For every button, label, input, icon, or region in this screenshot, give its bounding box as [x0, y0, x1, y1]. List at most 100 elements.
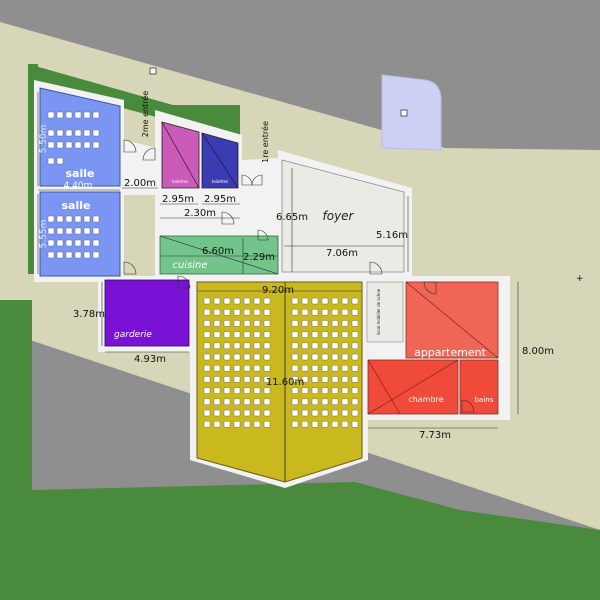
- seat: [341, 297, 349, 305]
- door-swing: [123, 139, 137, 153]
- seat: [223, 387, 231, 394]
- seat: [233, 421, 241, 428]
- seat: [213, 409, 221, 417]
- seat: [351, 320, 359, 327]
- seat: [233, 365, 241, 372]
- seat: [65, 227, 73, 235]
- seat: [311, 409, 319, 417]
- seat: [301, 376, 309, 383]
- seat: [83, 129, 91, 137]
- seat: [243, 376, 251, 383]
- seat: [233, 309, 241, 316]
- seat: [321, 331, 329, 338]
- seat: [83, 141, 91, 149]
- seat: [203, 309, 211, 316]
- label-garderie: garderie: [114, 330, 152, 340]
- seat: [223, 309, 231, 316]
- seat: [331, 342, 339, 349]
- seat: [56, 251, 64, 259]
- seat: [351, 353, 359, 361]
- seat: [351, 421, 359, 428]
- grass-lawn: [0, 300, 600, 600]
- seat: [47, 157, 55, 165]
- room-diagonal: [367, 359, 401, 415]
- room-storage[interactable]: [366, 281, 404, 343]
- seat: [291, 398, 299, 405]
- seat: [351, 309, 359, 316]
- seat: [341, 309, 349, 316]
- room-diagonal: [201, 132, 239, 189]
- seat: [233, 376, 241, 383]
- seat: [223, 421, 231, 428]
- door-swing: [257, 229, 269, 241]
- label-cuisine: cuisine: [172, 260, 207, 271]
- room-garderie[interactable]: [104, 279, 190, 347]
- seat: [253, 309, 261, 316]
- marker-handle[interactable]: [149, 67, 157, 75]
- room-foyer[interactable]: [281, 159, 405, 273]
- seat: [213, 398, 221, 405]
- dim-salle-width: 4.40m: [64, 181, 93, 191]
- seat: [92, 227, 100, 235]
- grass-strip-west: [28, 64, 38, 274]
- door-swing: [423, 281, 437, 295]
- seat: [233, 409, 241, 417]
- seat: [213, 297, 221, 305]
- neighbour-building: [381, 74, 442, 151]
- seat: [321, 365, 329, 372]
- seat: [301, 409, 309, 417]
- seat: [351, 342, 359, 349]
- dim-garderie-h: 3.78m: [73, 309, 105, 320]
- seat: [291, 376, 299, 383]
- seat: [83, 227, 91, 235]
- seat: [263, 387, 271, 394]
- seat: [321, 320, 329, 327]
- seat: [56, 157, 64, 165]
- seat: [331, 365, 339, 372]
- seat: [321, 376, 329, 383]
- seat: [92, 215, 100, 223]
- seat: [341, 409, 349, 417]
- seat: [92, 111, 100, 119]
- dim-toilet-left: 2.95m: [162, 194, 194, 205]
- seat: [311, 331, 319, 338]
- seat: [74, 129, 82, 137]
- room-bains[interactable]: [459, 359, 499, 415]
- seat: [233, 320, 241, 327]
- seat: [233, 398, 241, 405]
- marker-handle[interactable]: [400, 109, 408, 117]
- seat: [253, 320, 261, 327]
- seat: [253, 353, 261, 361]
- seat: [203, 409, 211, 417]
- seat: [263, 421, 271, 428]
- dim-foyer-right-h: 5.16m: [376, 230, 408, 241]
- seat: [47, 251, 55, 259]
- seat: [243, 309, 251, 316]
- room-diagonal: [159, 235, 279, 275]
- seat: [263, 398, 271, 405]
- seat: [243, 365, 251, 372]
- seat: [351, 409, 359, 417]
- seat: [83, 215, 91, 223]
- seat: [65, 111, 73, 119]
- seat: [311, 353, 319, 361]
- seat: [301, 421, 309, 428]
- seat: [223, 320, 231, 327]
- seat: [311, 387, 319, 394]
- crosshair-marker: +: [576, 274, 584, 284]
- seat: [47, 111, 55, 119]
- seat: [213, 331, 221, 338]
- seat: [74, 227, 82, 235]
- seat: [291, 309, 299, 316]
- seat: [203, 342, 211, 349]
- dim-cuisine-h: 2.29m: [243, 252, 275, 263]
- seat: [203, 387, 211, 394]
- seat: [291, 365, 299, 372]
- seat: [321, 421, 329, 428]
- seat: [203, 320, 211, 327]
- seat: [47, 239, 55, 247]
- seat: [331, 376, 339, 383]
- door-swing: [241, 174, 253, 186]
- label-toilets-left: toilettes: [172, 179, 188, 184]
